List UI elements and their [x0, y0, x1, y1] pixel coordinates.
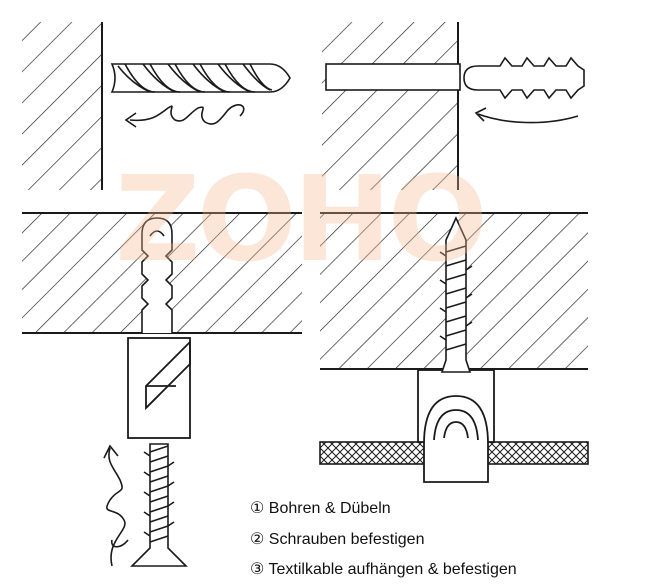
watermark-logo: ZOHO	[115, 150, 488, 288]
dowel-in-wall	[141, 217, 173, 333]
screw-icon	[130, 443, 188, 567]
panel-plug	[322, 22, 585, 190]
wall-plug-icon	[463, 56, 585, 100]
drill-bit-icon	[110, 63, 291, 93]
drilled-hole	[325, 63, 461, 91]
screw-icon	[439, 216, 473, 373]
rotation-arrow-icon	[124, 104, 245, 128]
wall-section-1	[22, 22, 102, 190]
step-2-label: ② Schrauben befestigen	[250, 531, 425, 548]
screwdriver-bit-icon	[127, 337, 191, 439]
panel-clip	[319, 212, 589, 483]
step-1-label: ① Bohren & Dübeln	[250, 500, 391, 517]
insert-arrow-icon	[474, 107, 579, 124]
wall-section-2	[322, 22, 458, 190]
rotation-arrow-icon	[103, 444, 129, 567]
cable-clip-icon	[417, 369, 495, 483]
step-3-label: ③ Textilkable aufhängen & befestigen	[250, 561, 517, 578]
panel-drill	[22, 22, 291, 190]
panel-screw	[22, 212, 302, 567]
